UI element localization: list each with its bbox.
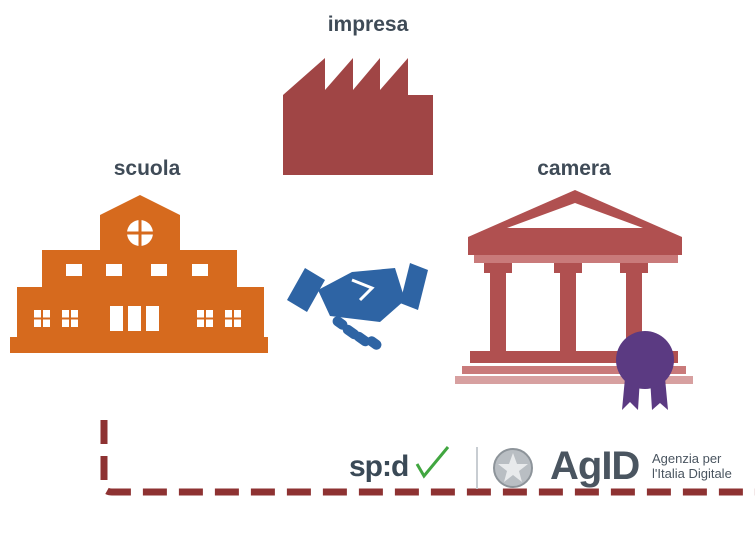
impresa-label: impresa — [327, 13, 409, 36]
italian-emblem-icon — [493, 448, 533, 488]
spid-check-icon — [415, 446, 450, 479]
spid-logo-text: sp:d — [349, 450, 409, 483]
agid-tagline: Agenzia per l'Italia Digitale — [652, 451, 755, 481]
agid-tagline-line-1: Agenzia per — [652, 451, 722, 466]
handshake-icon — [287, 263, 428, 350]
camera-label: camera — [537, 157, 611, 180]
certificate-badge-icon — [616, 331, 674, 410]
school-icon — [10, 195, 268, 353]
dashed-connector — [100, 420, 755, 496]
chamber-building-icon — [455, 190, 693, 384]
agid-logo-text: AgID — [550, 444, 640, 488]
scuola-label: scuola — [113, 157, 181, 180]
agid-tagline-line-2: l'Italia Digitale — [652, 466, 732, 481]
factory-icon — [283, 58, 433, 175]
